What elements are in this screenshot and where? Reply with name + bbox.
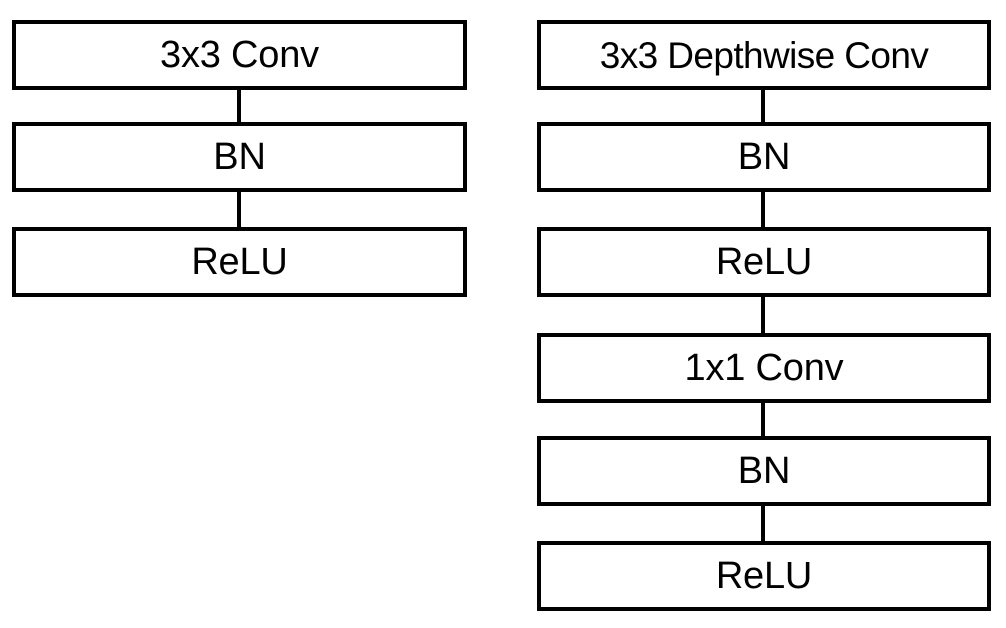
node-bn-3[interactable]: BN (537, 436, 991, 506)
connector-1x1conv-to-bn (761, 403, 765, 436)
node-3x3-conv[interactable]: 3x3 Conv (12, 20, 467, 90)
node-bn-1[interactable]: BN (12, 122, 467, 192)
depthwise-separable-convolution-column: 3x3 Depthwise Conv BN ReLU 1x1 Conv BN R… (537, 0, 991, 628)
node-relu-2[interactable]: ReLU (537, 227, 991, 297)
connector-conv-to-bn (237, 90, 241, 122)
node-1x1-conv[interactable]: 1x1 Conv (537, 333, 991, 403)
connector-bn-to-relu-1 (761, 192, 765, 227)
connector-relu-to-1x1conv (761, 297, 765, 333)
node-label: BN (213, 136, 266, 178)
node-label: ReLU (715, 555, 813, 597)
standard-convolution-column: 3x3 Conv BN ReLU (12, 0, 467, 628)
connector-depthwise-to-bn (761, 90, 765, 122)
node-label: ReLU (191, 241, 288, 283)
node-label: ReLU (715, 241, 813, 283)
node-label: 3x3 Conv (160, 34, 319, 76)
node-label: BN (737, 450, 791, 492)
connector-bn-to-relu (237, 192, 241, 227)
connector-bn-to-relu-2 (761, 506, 765, 541)
node-label: 1x1 Conv (684, 347, 844, 389)
node-relu-3[interactable]: ReLU (537, 541, 991, 611)
node-relu-1[interactable]: ReLU (12, 227, 467, 297)
node-3x3-depthwise-conv[interactable]: 3x3 Depthwise Conv (537, 20, 991, 90)
node-label: BN (737, 136, 791, 178)
node-label: 3x3 Depthwise Conv (599, 34, 929, 76)
node-bn-2[interactable]: BN (537, 122, 991, 192)
